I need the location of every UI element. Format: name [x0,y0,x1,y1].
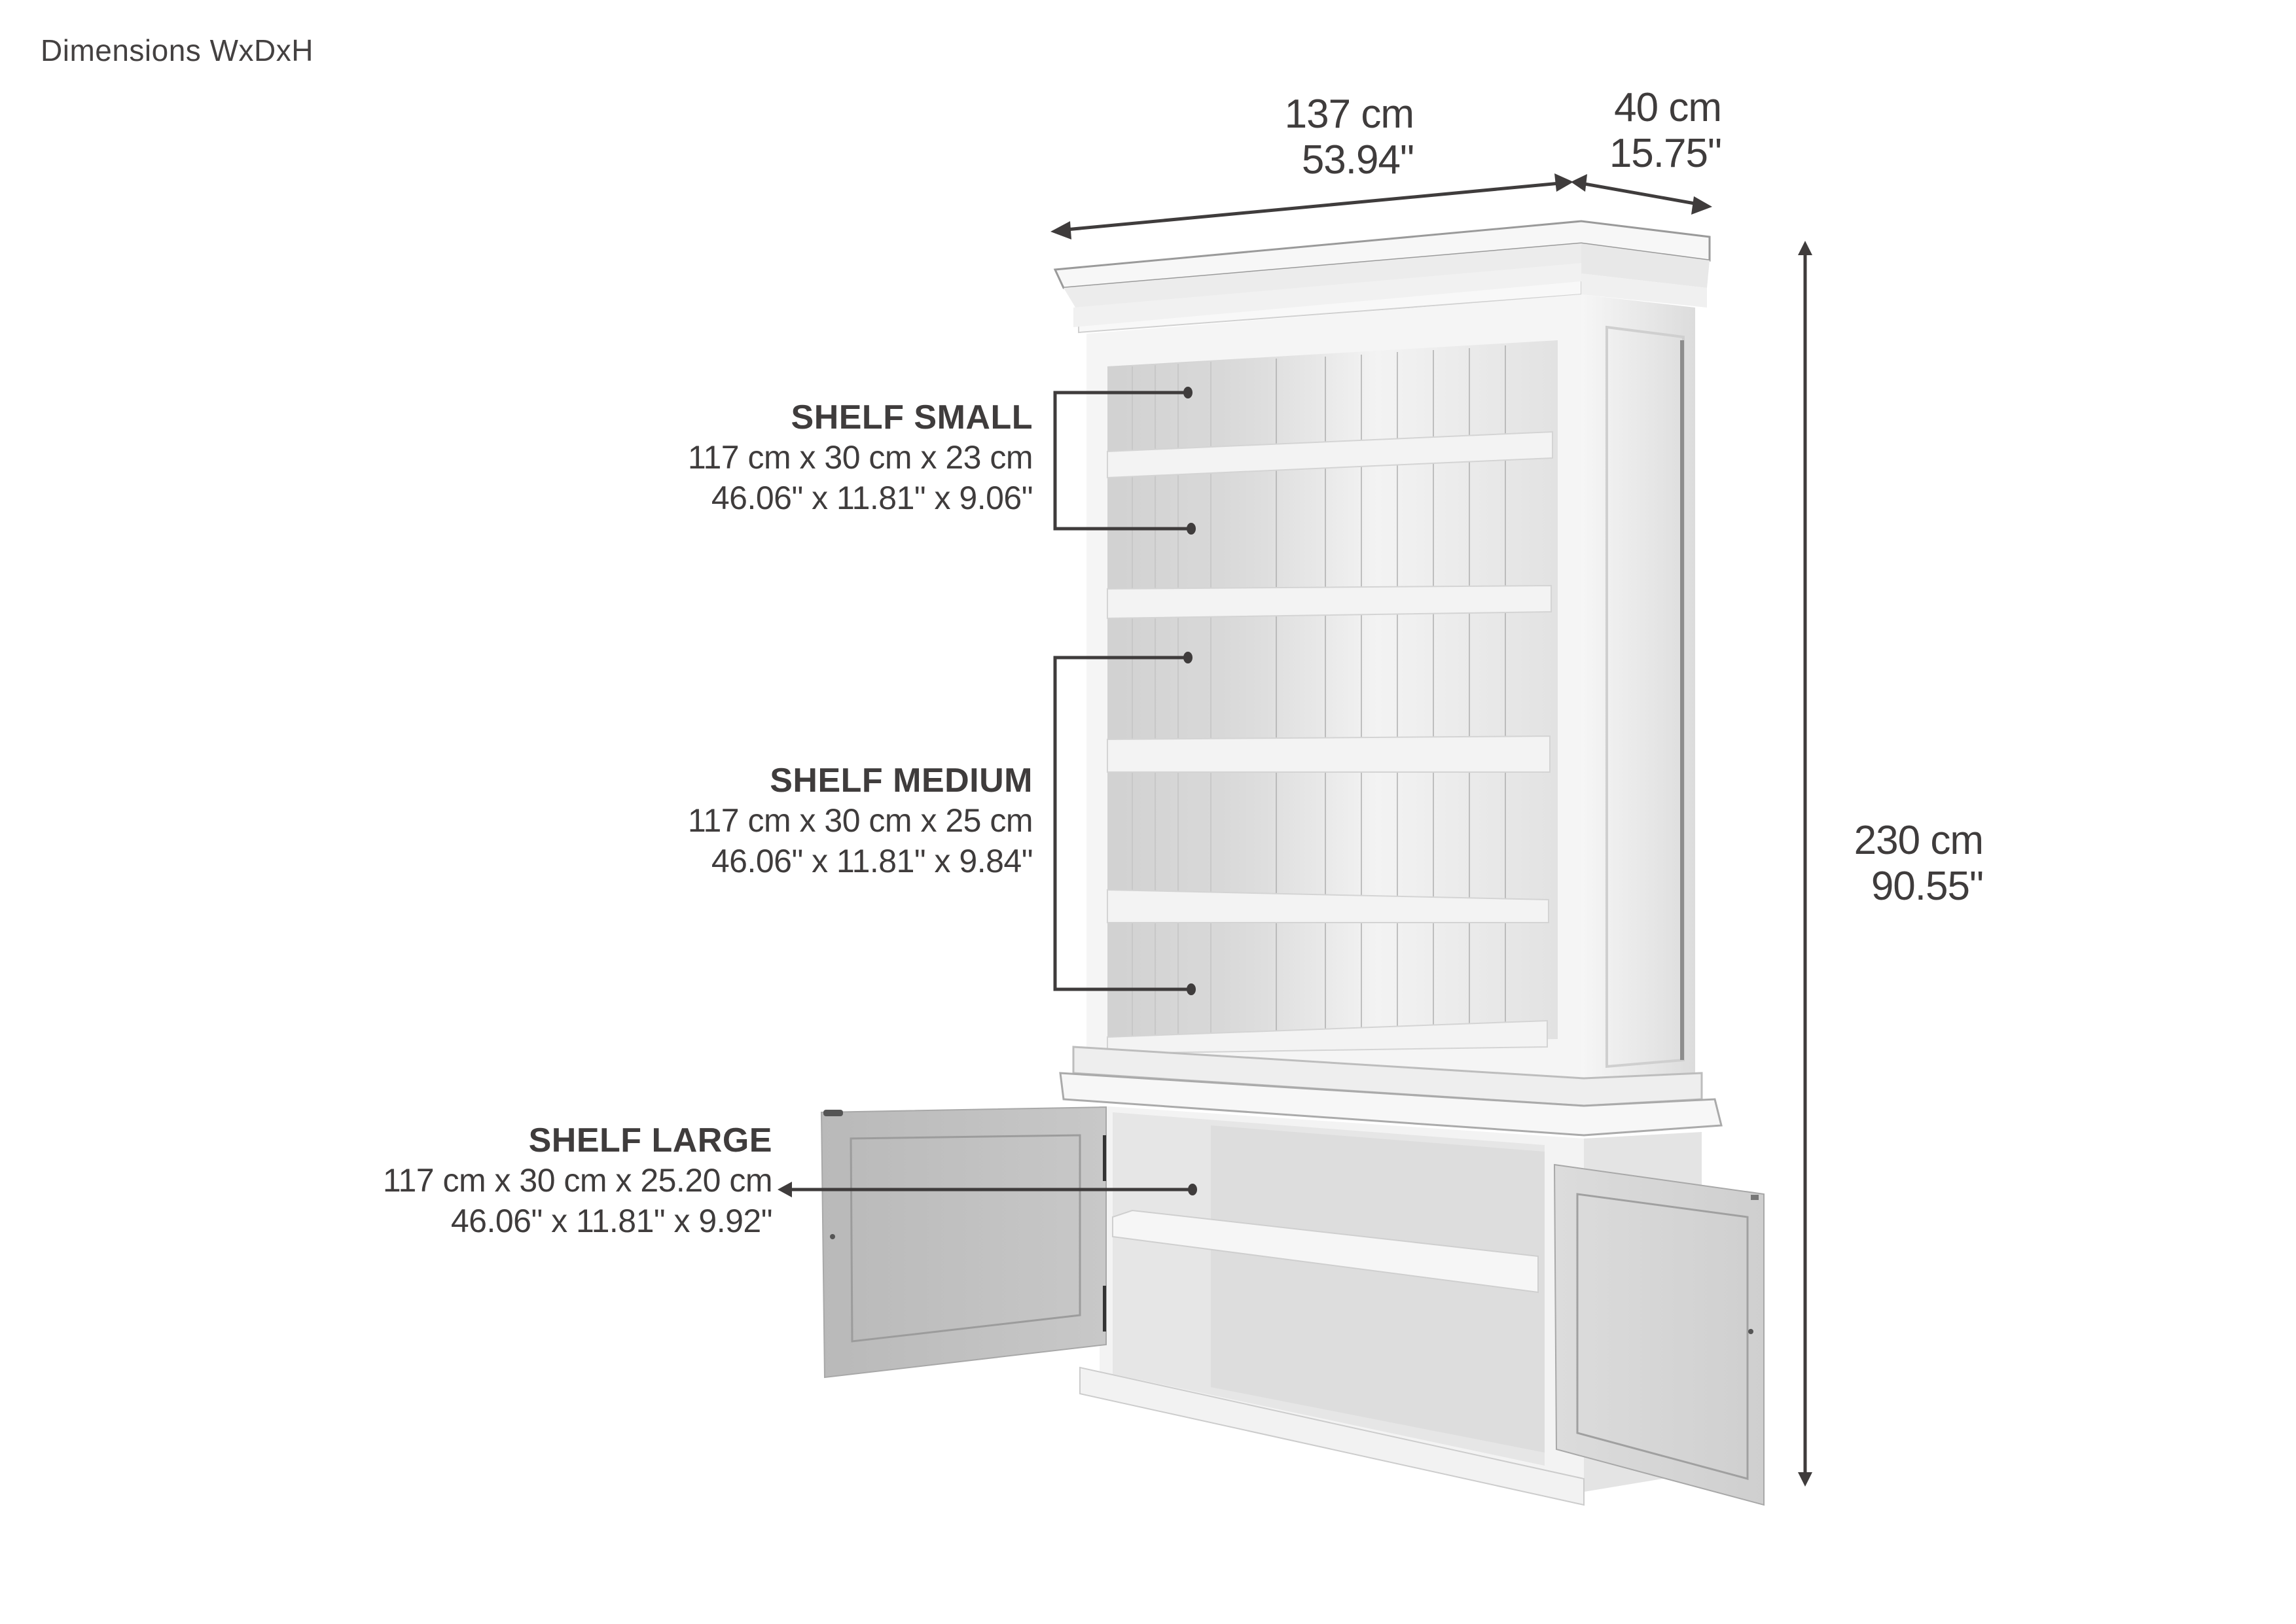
width-dimension-label: 137 cm 53.94" [1244,92,1414,183]
hutch-shelves [1107,431,1553,1055]
shelf-small-cm: 117 cm x 30 cm x 23 cm [687,439,1033,476]
shelf-large-title: SHELF LARGE [528,1121,772,1159]
shelf-large-cm: 117 cm x 30 cm x 25.20 cm [382,1162,773,1199]
annotation-lines [785,181,1807,1479]
shelf-small-title: SHELF SMALL [791,398,1033,436]
right-cabinet-door [1553,1163,1765,1506]
annotation-arrowheads [778,173,1812,1487]
shelf-medium-cm: 117 cm x 30 cm x 25 cm [687,802,1033,839]
depth-dimension-label: 40 cm 15.75" [1571,85,1722,177]
shelf-medium-inch: 46.06" x 11.81" x 9.84" [711,843,1033,879]
depth-cm: 40 cm [1614,85,1722,130]
left-cabinet-door [820,1106,1107,1379]
crown-molding [1053,220,1711,334]
shelf-medium-callout: SHELF MEDIUM 117 cm x 30 cm x 25 cm 46.0… [563,761,1033,881]
hutch-back-panel [1107,340,1558,1046]
shelf-small-inch: 46.06" x 11.81" x 9.06" [711,480,1033,516]
height-dimension-label: 230 cm 90.55" [1820,818,1984,909]
shelf-medium-title: SHELF MEDIUM [770,762,1033,800]
shelf-large-inch: 46.06" x 11.81" x 9.92" [450,1203,773,1239]
hutch-side-panel [1581,294,1695,1087]
shelf-large-callout: SHELF LARGE 117 cm x 30 cm x 25.20 cm 46… [262,1121,773,1241]
page-title: Dimensions WxDxH [41,33,314,67]
height-inch: 90.55" [1871,864,1984,909]
width-cm: 137 cm [1284,92,1414,137]
depth-inch: 15.75" [1609,131,1722,176]
width-inch: 53.94" [1301,137,1414,183]
shelf-small-callout: SHELF SMALL 117 cm x 30 cm x 23 cm 46.06… [563,398,1033,518]
height-cm: 230 cm [1854,818,1984,863]
